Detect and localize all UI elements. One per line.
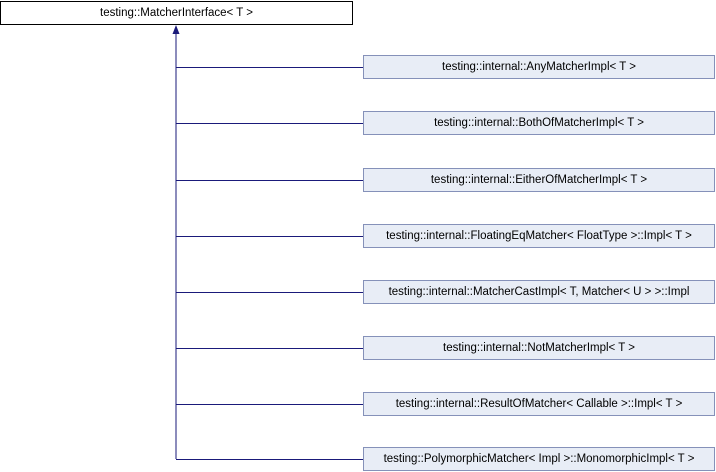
derived-class-node-matcher-cast-impl[interactable]: testing::internal::MatcherCastImpl< T, M… [363, 280, 715, 304]
derived-class-node-any-matcher-impl[interactable]: testing::internal::AnyMatcherImpl< T > [363, 55, 715, 79]
derived-class-node-polymorphic-matcher-monomorphic-impl[interactable]: testing::PolymorphicMatcher< Impl >::Mon… [363, 447, 715, 471]
inheritance-arrowhead-icon [172, 25, 180, 34]
derived-class-node-either-of-matcher-impl[interactable]: testing::internal::EitherOfMatcherImpl< … [363, 168, 715, 192]
derived-class-node-result-of-matcher-impl[interactable]: testing::internal::ResultOfMatcher< Call… [363, 392, 715, 416]
derived-class-node-floating-eq-matcher-impl[interactable]: testing::internal::FloatingEqMatcher< Fl… [363, 224, 715, 248]
derived-class-node-not-matcher-impl[interactable]: testing::internal::NotMatcherImpl< T > [363, 336, 715, 360]
branch-lines [176, 67, 363, 460]
derived-class-node-both-of-matcher-impl[interactable]: testing::internal::BothOfMatcherImpl< T … [363, 111, 715, 135]
base-class-node[interactable]: testing::MatcherInterface< T > [0, 1, 353, 25]
